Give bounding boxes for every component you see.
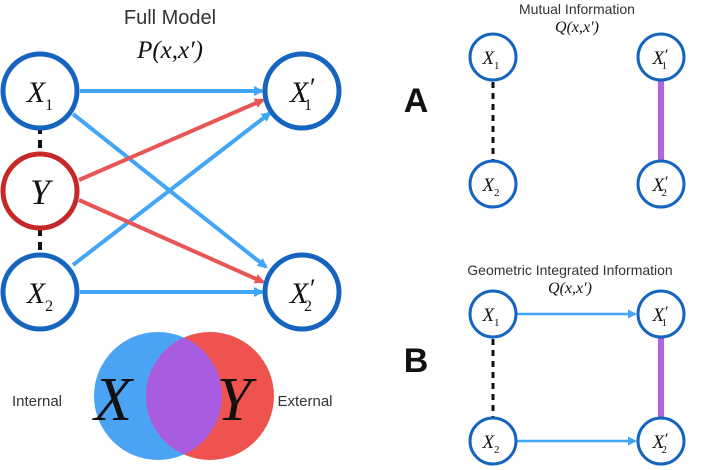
node-x1-prime: X′1 bbox=[262, 51, 342, 131]
svg-text:X1: X1 bbox=[481, 48, 499, 72]
full-model-formula: P(x,x′) bbox=[136, 37, 203, 64]
svg-text:X1: X1 bbox=[481, 305, 499, 329]
panel-b-node-x2: X2 bbox=[468, 416, 518, 466]
panel-b-node-x2-prime: X′2 bbox=[636, 416, 686, 466]
venn-diagram: X Y bbox=[91, 332, 274, 460]
panel-a-formula: Q(x,x′) bbox=[555, 19, 599, 36]
svg-text:X′2: X′2 bbox=[289, 274, 314, 315]
svg-text:X′1: X′1 bbox=[289, 73, 314, 114]
svg-text:X′2: X′2 bbox=[651, 431, 668, 456]
full-model-title: Full Model bbox=[124, 7, 216, 29]
svg-text:X′1: X′1 bbox=[651, 47, 668, 72]
panel-a-node-x1: X1 bbox=[468, 32, 518, 82]
panel-b-node-x1-prime: X′1 bbox=[636, 289, 686, 339]
node-x2: X2 bbox=[0, 252, 80, 332]
node-x1: X1 bbox=[0, 51, 80, 131]
venn-overlap bbox=[146, 332, 222, 460]
svg-text:X2: X2 bbox=[481, 175, 499, 199]
venn-label-internal: Internal bbox=[12, 393, 62, 410]
svg-text:X′2: X′2 bbox=[651, 174, 668, 199]
panel-a-node-x2: X2 bbox=[468, 159, 518, 209]
arrow-y-to-x1p bbox=[78, 98, 265, 182]
svg-text:X2: X2 bbox=[481, 432, 499, 456]
node-x2-prime: X′2 bbox=[262, 252, 342, 332]
venn-letter-x: X bbox=[91, 366, 134, 434]
svg-text:X′1: X′1 bbox=[651, 304, 668, 329]
venn-label-external: External bbox=[277, 393, 332, 410]
node-y: Y bbox=[0, 151, 80, 231]
svg-text:Y: Y bbox=[30, 172, 54, 212]
svg-text:X2: X2 bbox=[26, 277, 53, 315]
panel-a-node-x1-prime: X′1 bbox=[636, 32, 686, 82]
venn-letter-y: Y bbox=[217, 366, 257, 434]
panel-a-letter: A bbox=[404, 82, 429, 120]
panel-b-letter: B bbox=[404, 342, 429, 380]
panel-a-node-x2-prime: X′2 bbox=[636, 159, 686, 209]
svg-text:X1: X1 bbox=[26, 76, 53, 114]
panel-b-node-x1: X1 bbox=[468, 289, 518, 339]
panel-a-title: Mutual Information bbox=[519, 1, 635, 17]
arrow-x2-to-x1p bbox=[71, 111, 272, 267]
arrow-y-to-x2p bbox=[78, 198, 265, 284]
panel-b-title: Geometric Integrated Information bbox=[467, 262, 672, 278]
panel-b-formula: Q(x,x′) bbox=[548, 280, 592, 297]
